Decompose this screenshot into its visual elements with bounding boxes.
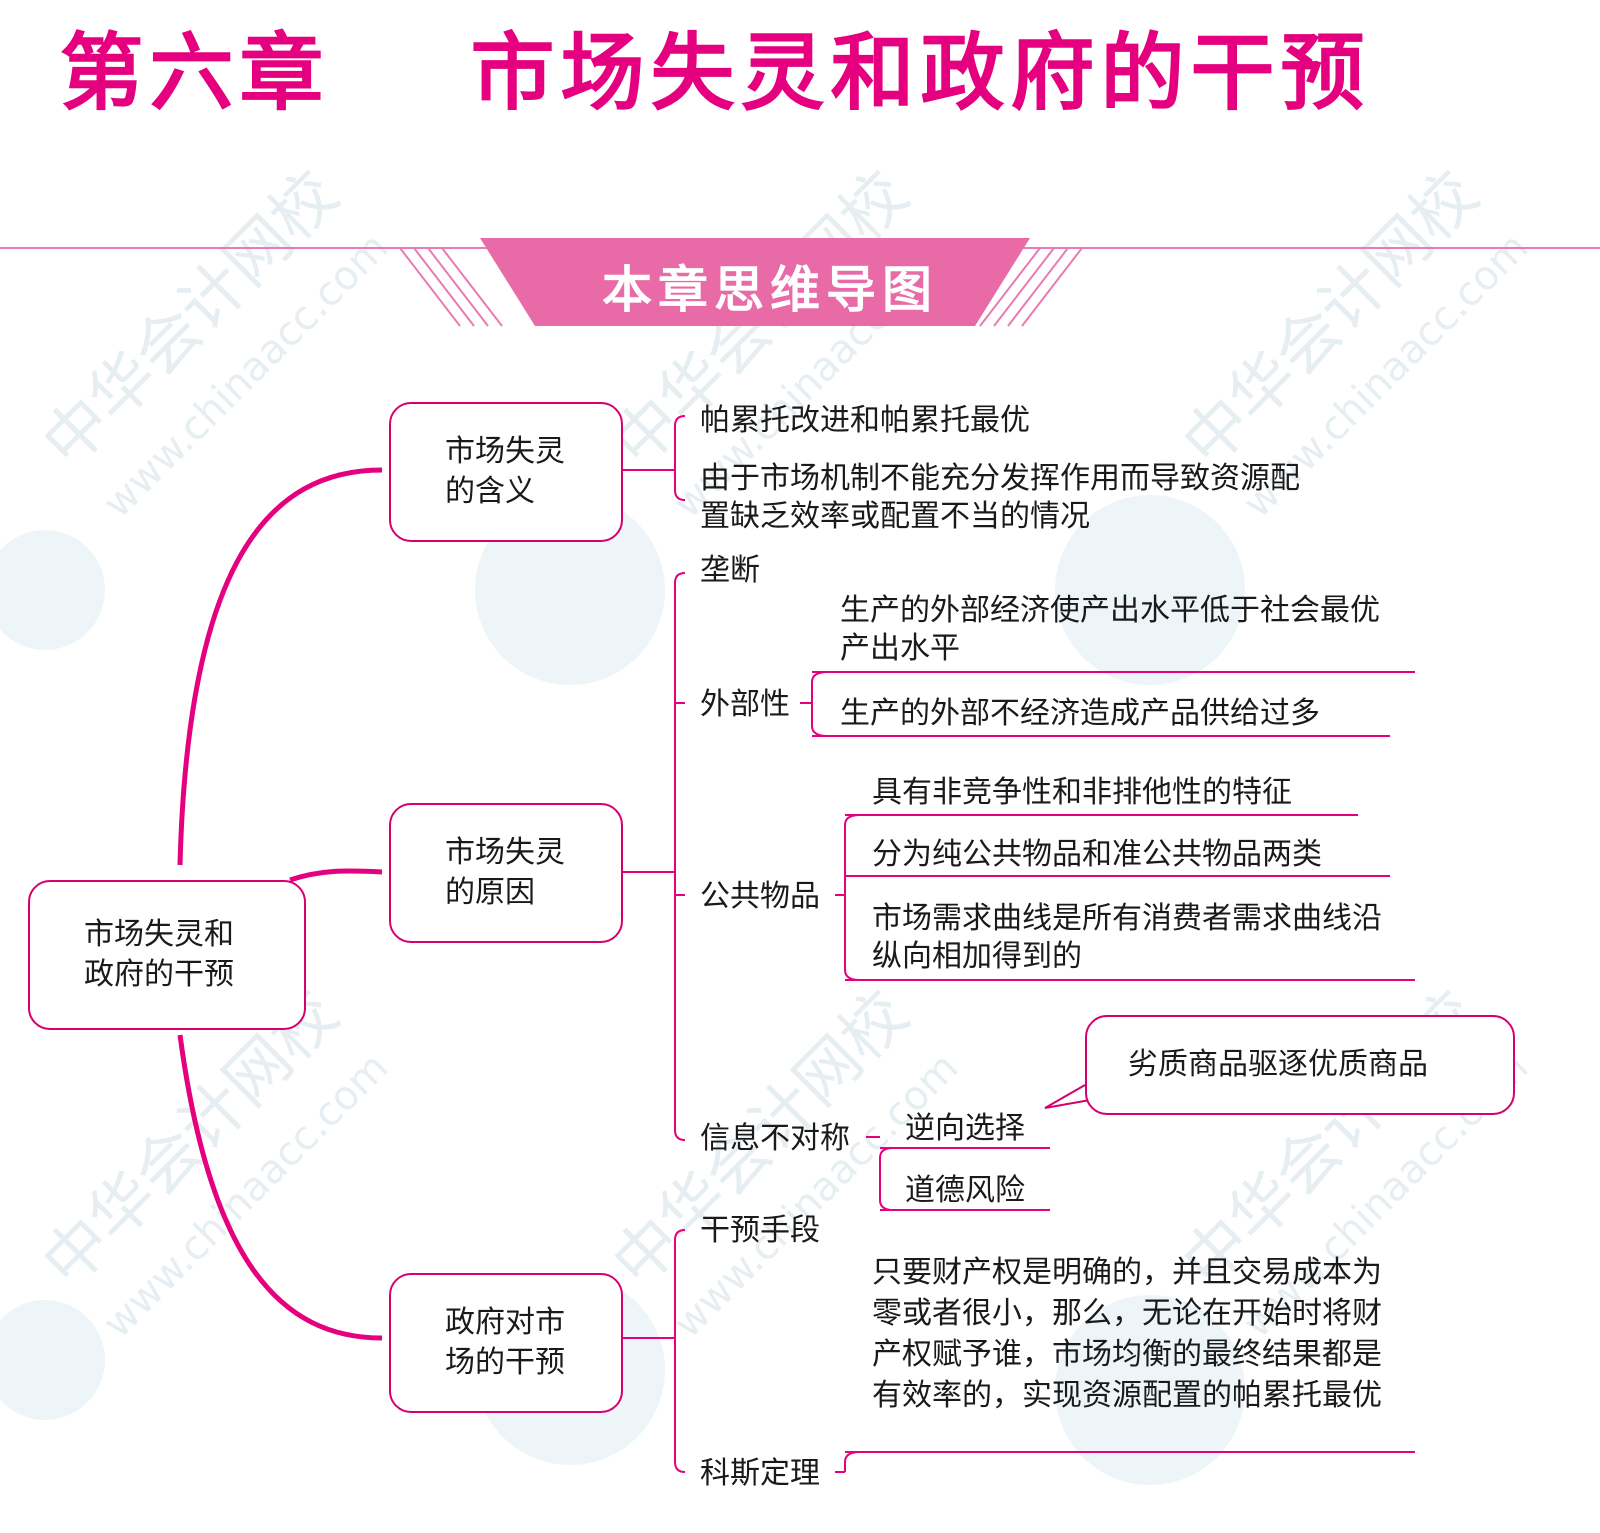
coase-theorem-label: 科斯定理 bbox=[700, 1456, 820, 1491]
public-goods-item-1: 具有非竞争性和非排他性的特征 bbox=[872, 775, 1292, 810]
banner-shape bbox=[480, 238, 1030, 326]
intervention-node bbox=[389, 1273, 623, 1413]
root-to-causes-curve bbox=[289, 868, 383, 883]
externality-item-2: 生产的外部不经济造成产品供给过多 bbox=[840, 696, 1320, 731]
watermark-logo-icon bbox=[0, 530, 105, 650]
root-node bbox=[28, 880, 306, 1030]
callout-pointer bbox=[1044, 1084, 1091, 1109]
externality-bracket bbox=[811, 671, 829, 737]
adverse-selection-item: 逆向选择 bbox=[905, 1111, 1025, 1146]
root-label: 市场失灵和政府的干预 bbox=[84, 917, 234, 992]
coase-theorem-text: 只要财产权是明确的，并且交易成本为零或者很小，那么，无论在开始时将财产权赋予谁，… bbox=[872, 1255, 1382, 1413]
externality-label: 外部性 bbox=[700, 687, 790, 722]
meaning-node bbox=[389, 402, 623, 542]
intervention-bracket bbox=[674, 1229, 686, 1473]
adverse-selection-note: 劣质商品驱逐优质商品 bbox=[1128, 1047, 1428, 1082]
pareto-item: 帕累托改进和帕累托最优 bbox=[700, 403, 1030, 438]
public-goods-label: 公共物品 bbox=[700, 879, 820, 914]
public-goods-item-2: 分为纯公共物品和准公共物品两类 bbox=[872, 837, 1322, 872]
root-to-meaning-curve bbox=[177, 467, 383, 866]
monopoly-item: 垄断 bbox=[700, 553, 760, 588]
externality-item-1: 生产的外部经济使产出水平低于社会最优产出水平 bbox=[840, 593, 1380, 666]
info-asymmetry-label: 信息不对称 bbox=[700, 1121, 850, 1156]
public-goods-bracket bbox=[844, 814, 861, 981]
intervention-label: 政府对市场的干预 bbox=[445, 1305, 565, 1380]
causes-node bbox=[389, 803, 623, 943]
meaning-label: 市场失灵的含义 bbox=[445, 434, 565, 509]
watermark-logo-icon bbox=[475, 495, 665, 685]
meaning-bracket bbox=[674, 415, 686, 501]
info-asymmetry-bracket bbox=[879, 1147, 894, 1211]
public-goods-item-3: 市场需求曲线是所有消费者需求曲线沿纵向相加得到的 bbox=[872, 901, 1382, 974]
causes-label: 市场失灵的原因 bbox=[445, 835, 565, 910]
watermark-logo-icon bbox=[1055, 495, 1245, 685]
coase-bracket bbox=[844, 1451, 861, 1472]
watermark-logo-icon bbox=[0, 1300, 105, 1420]
chapter-title: 第六章 市场失灵和政府的干预 bbox=[59, 24, 1371, 122]
adverse-selection-note-box bbox=[1085, 1015, 1515, 1115]
root-to-intervention-curve bbox=[177, 1034, 383, 1341]
moral-hazard-item: 道德风险 bbox=[905, 1173, 1025, 1208]
banner-decoration bbox=[0, 238, 1600, 327]
banner-title: 本章思维导图 bbox=[602, 261, 938, 319]
market-failure-definition: 由于市场机制不能充分发挥作用而导致资源配置缺乏效率或配置不当的情况 bbox=[700, 461, 1300, 534]
watermark-logo-icon bbox=[1055, 1295, 1245, 1485]
causes-bracket bbox=[674, 572, 686, 1141]
intervention-means-item: 干预手段 bbox=[700, 1213, 820, 1248]
